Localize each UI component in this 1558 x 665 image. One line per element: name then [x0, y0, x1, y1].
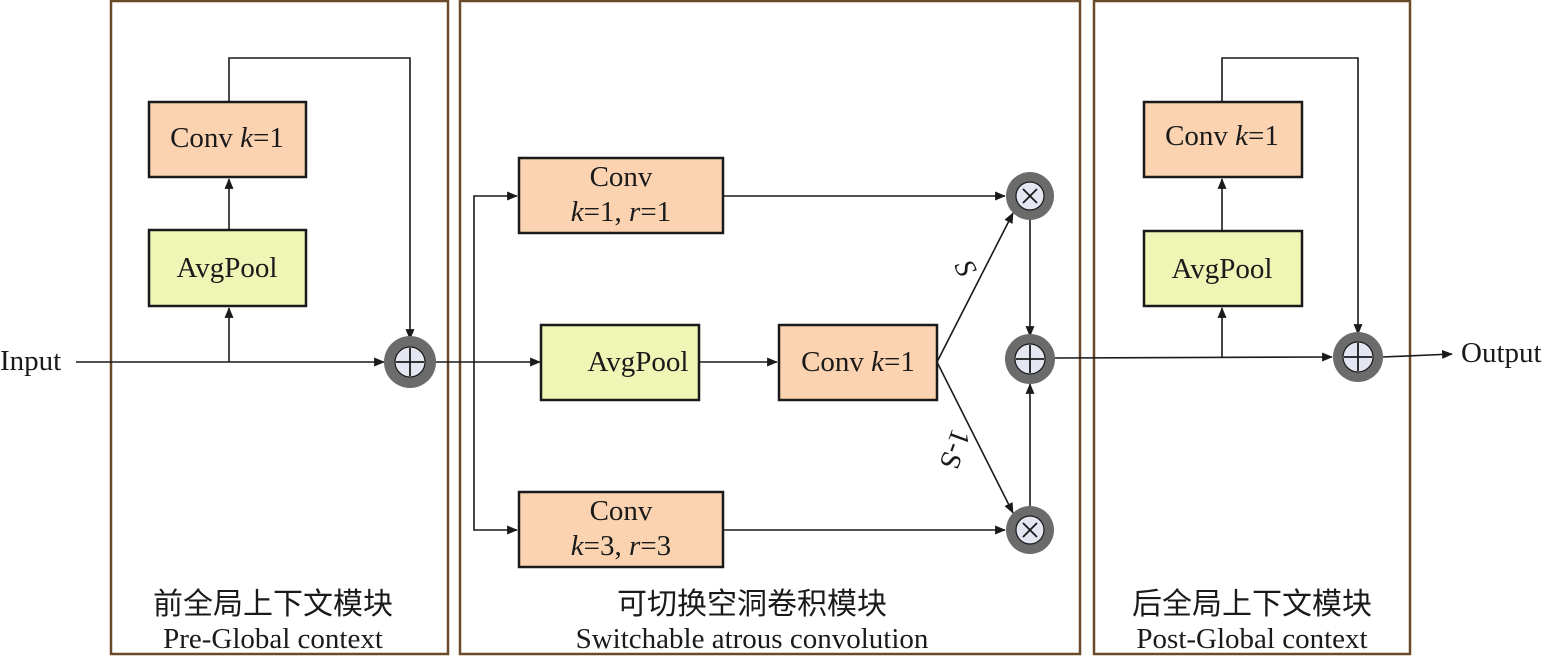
sac-conv-mid-label: Conv k=1: [801, 346, 915, 378]
pre-module-title-cn: 前全局上下文模块: [153, 587, 393, 622]
pre-module-title-en: Pre-Global context: [163, 623, 383, 655]
sac-multiply-bottom-operator: [1006, 506, 1054, 554]
sac-avgpool-block: [539, 323, 701, 402]
sac-conv-top-line2: k=1, r=1: [571, 196, 671, 228]
pre-skip-wire: [228, 57, 415, 340]
output-label: Output: [1461, 337, 1542, 369]
sac-conv-top-line1: Conv: [590, 161, 653, 193]
input-label: Input: [0, 345, 61, 377]
post-skip-wire: [1221, 57, 1363, 335]
sac-multiply-top-operator: [1006, 172, 1054, 220]
post-avgpool-block: [1142, 229, 1304, 308]
sac-top-branch-wire: [473, 191, 518, 362]
post-module-title-en: Post-Global context: [1136, 623, 1367, 655]
sac-conv-top-block: [517, 156, 725, 235]
pre-avgpool-label: AvgPool: [177, 252, 278, 284]
post-conv-label: Conv k=1: [1165, 120, 1279, 152]
s-weight-label: S: [948, 255, 983, 282]
post-avgpool-label: AvgPool: [1172, 253, 1273, 285]
sac-conv-bottom-block: [517, 490, 725, 569]
pre-conv-block: [147, 100, 308, 179]
post-conv-block: [1142, 100, 1304, 179]
sac-conv-bottom-line2: k=3, r=3: [571, 530, 671, 562]
sac-conv-bottom-line1: Conv: [590, 495, 653, 527]
post-module-title-cn: 后全局上下文模块: [1132, 587, 1372, 622]
post-global-module-frame: [1092, 0, 1412, 656]
sac-add-operator: [1005, 334, 1055, 384]
sac-module-title-en: Switchable atrous convolution: [576, 623, 929, 655]
pre-conv-label: Conv k=1: [170, 122, 284, 154]
sac-bottom-branch-wire: [473, 362, 518, 535]
pre-avgpool-block: [147, 228, 308, 308]
pre-add-operator: [384, 336, 436, 388]
post-add-operator: [1333, 332, 1383, 382]
switchable-atrous-module-frame: [458, 0, 1082, 656]
s-weight-wire: [936, 212, 1014, 363]
output-wire: [1382, 349, 1453, 359]
pre-global-module-frame: [109, 0, 450, 656]
post-input-wire: [1054, 352, 1333, 362]
sac-module-title-cn: 可切换空洞卷积模块: [617, 587, 887, 622]
sac-avgpool-label: AvgPool: [588, 346, 689, 378]
one-minus-s-weight-wire: [936, 361, 1014, 514]
one-minus-s-weight-label: 1-S: [933, 425, 977, 474]
